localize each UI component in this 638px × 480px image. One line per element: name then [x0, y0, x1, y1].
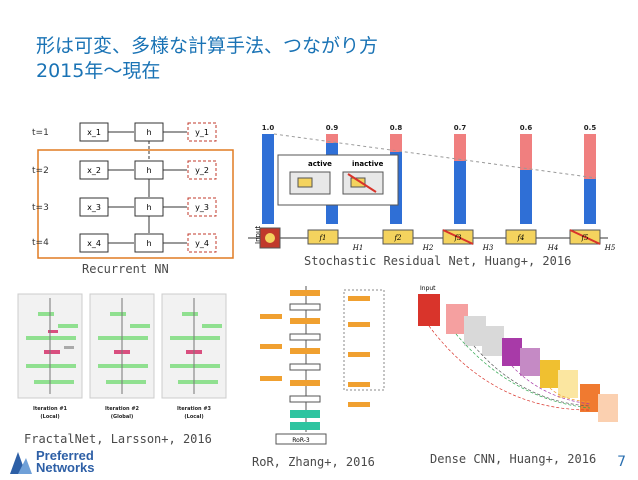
- prob-label: 0.9: [326, 124, 339, 132]
- h-label: h: [146, 166, 151, 175]
- ror-svg: RoR-3: [260, 286, 385, 445]
- stochastic-depth-diagram: 1.0 0.9 0.8 0.7 0.6 0.5 active inactive …: [248, 110, 618, 258]
- page-number: 7: [617, 454, 626, 470]
- fractalnet-svg: Iteration #1 Iteration #2 Iteration #3 (…: [17, 293, 227, 420]
- block-label: f2: [393, 234, 402, 242]
- block-label: f5: [580, 234, 589, 242]
- prob-label: 0.7: [454, 124, 467, 132]
- ror-caption: RoR, Zhang+, 2016: [252, 455, 375, 469]
- y-node: [187, 197, 217, 217]
- rnn-svg: t=1 x_1 h y_1 t=2 x_2 h y_2 t=3 x_3 h y_…: [32, 122, 234, 259]
- block-label: f4: [516, 234, 524, 242]
- time-label: t=4: [32, 238, 49, 248]
- hidden-label: H4: [547, 244, 559, 252]
- logo-line-1: Preferred: [36, 448, 94, 463]
- mode-label: (Local): [40, 414, 59, 420]
- prob-label: 0.6: [520, 124, 533, 132]
- y-label: y_4: [195, 239, 209, 248]
- logo-svg: [10, 452, 32, 474]
- fractal-column: [161, 293, 227, 399]
- hidden-label: H3: [482, 244, 494, 252]
- hidden-label: H5: [604, 244, 616, 252]
- x-label: x_2: [87, 166, 101, 175]
- time-label: t=1: [32, 128, 49, 138]
- dense-connections: [428, 325, 591, 411]
- rnn-caption: Recurrent NN: [82, 262, 169, 276]
- densecnn-diagram: Input: [412, 280, 627, 438]
- stochastic-svg: 1.0 0.9 0.8 0.7 0.6 0.5 active inactive …: [248, 124, 616, 252]
- inactive-label: inactive: [352, 160, 384, 168]
- ror-blocks: [289, 290, 321, 430]
- y-label: y_3: [195, 203, 209, 212]
- ror-side-blocks: [260, 296, 370, 407]
- hidden-label: H2: [422, 244, 434, 252]
- fractalnet-caption: FractalNet, Larsson+, 2016: [24, 432, 212, 446]
- densecnn-svg: Input: [418, 285, 618, 422]
- logo-line-2: Networks: [36, 460, 95, 475]
- y-label: y_2: [195, 166, 209, 175]
- prob-label: 0.8: [390, 124, 403, 132]
- ror-diagram: RoR-3: [236, 282, 406, 450]
- stochastic-caption: Stochastic Residual Net, Huang+, 2016: [304, 254, 572, 268]
- block-label: f3: [453, 234, 462, 242]
- iteration-label: Iteration #3: [177, 406, 212, 412]
- active-label: active: [308, 160, 332, 168]
- input-label: Input: [254, 226, 262, 244]
- prob-label: 1.0: [262, 124, 275, 132]
- preferred-networks-logo: Preferred Networks: [8, 448, 138, 480]
- iteration-label: Iteration #1: [33, 406, 68, 412]
- x-label: x_1: [87, 128, 101, 137]
- residual-blocks: [307, 229, 601, 245]
- rnn-row: t=4 x_4 h y_4: [32, 233, 217, 253]
- h-label: h: [146, 128, 151, 137]
- prob-label: 0.5: [584, 124, 597, 132]
- title-line-1: 形は可変、多様な計算手法、つながり方: [36, 35, 379, 57]
- y-node: [187, 160, 217, 180]
- fractal-column: [17, 293, 83, 399]
- rnn-row: t=3 x_3 h y_3: [32, 197, 217, 217]
- h-label: h: [146, 203, 151, 212]
- mode-label: (Global): [111, 414, 134, 420]
- fractal-column: [89, 293, 155, 399]
- time-label: t=2: [32, 166, 49, 176]
- fractalnet-diagram: Iteration #1 Iteration #2 Iteration #3 (…: [14, 290, 234, 428]
- time-label: t=3: [32, 203, 49, 213]
- ror-bottom-label: RoR-3: [292, 437, 310, 444]
- iteration-label: Iteration #2: [105, 406, 140, 412]
- densecnn-caption: Dense CNN, Huang+, 2016: [430, 452, 597, 466]
- unrolled-frame: [37, 149, 234, 259]
- mode-label: (Local): [184, 414, 203, 420]
- block-label: f1: [318, 234, 326, 242]
- hidden-label: H1: [352, 244, 364, 252]
- title-line-2: 2015年〜現在: [36, 60, 161, 82]
- x-label: x_4: [87, 239, 101, 248]
- rnn-diagram: t=1 x_1 h y_1 t=2 x_2 h y_2 t=3 x_3 h y_…: [30, 118, 235, 260]
- y-node: [187, 122, 217, 142]
- y-node: [187, 233, 217, 253]
- rnn-arrows: [108, 131, 187, 244]
- dense-layers: [418, 294, 618, 422]
- y-label: y_1: [195, 128, 209, 137]
- slide-title: 形は可変、多様な計算手法、つながり方 2015年〜現在: [36, 34, 378, 84]
- input-label: Input: [420, 285, 436, 292]
- h-label: h: [146, 239, 151, 248]
- x-label: x_3: [87, 203, 101, 212]
- rnn-row: t=1 x_1 h y_1: [32, 122, 217, 142]
